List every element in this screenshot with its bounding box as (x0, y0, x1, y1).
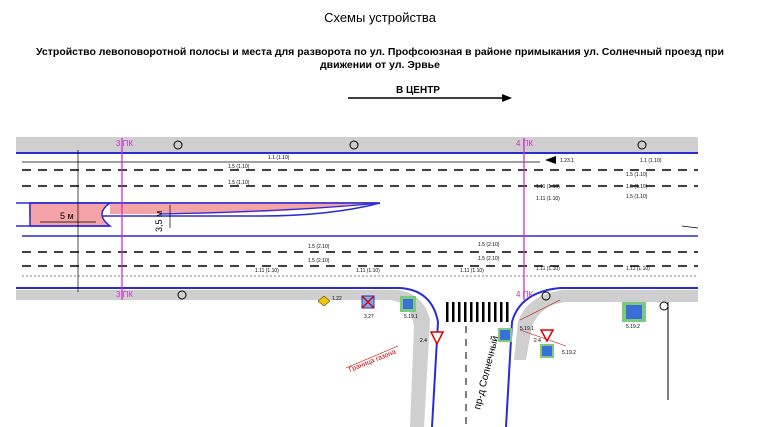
sign-leader-line (519, 329, 567, 347)
crosswalk-sign-icon (403, 299, 413, 309)
lamp-post-icon (637, 140, 647, 150)
taper-curb (159, 202, 381, 215)
lane-line-group-lower (22, 251, 698, 267)
bottom-sidewalk-right (514, 290, 698, 360)
svg-text:5.19.1: 5.19.1 (520, 326, 534, 332)
direction-label: В ЦЕНТР (396, 85, 440, 96)
top-sidewalk (16, 137, 698, 153)
svg-text:1.11 (1.10): 1.11 (1.10) (255, 268, 279, 274)
svg-text:2.4: 2.4 (534, 338, 541, 344)
subtitle-line-2: движении от ул. Эрвье (320, 59, 440, 71)
marking-labels: 1.1 (1.10) 1.5 (1.10) 1.5 (1.10) 1.5 (1.… (228, 155, 662, 274)
lamp-post-icon (541, 291, 551, 301)
crosswalk-sign-icon (542, 346, 552, 356)
picket-4-top: 4 ПК (516, 139, 533, 148)
svg-text:1.5 (1.10): 1.5 (1.10) (626, 194, 648, 200)
bottom-curb-right (505, 287, 698, 427)
svg-text:5.19.1: 5.19.1 (404, 314, 418, 320)
svg-text:1.11 (1.10): 1.11 (1.10) (626, 266, 650, 272)
svg-text:1.5 (2.10): 1.5 (2.10) (478, 256, 500, 262)
lamp-post-icon (173, 140, 183, 150)
svg-text:5.19.2: 5.19.2 (562, 350, 576, 356)
lane-width-label: 3,5 м (154, 211, 164, 232)
svg-text:1.11 (1.10): 1.11 (1.10) (460, 268, 484, 274)
arrow-marking-label: 1.23.1 (560, 158, 574, 164)
lawn-label: Граница газона (348, 349, 397, 374)
lamp-posts (173, 140, 669, 311)
yield-sign-icon (429, 331, 445, 346)
svg-text:2.4: 2.4 (420, 338, 427, 344)
svg-text:1.5 (1.10): 1.5 (1.10) (228, 164, 250, 170)
crosswalk-sign-icon (500, 330, 510, 340)
subtitle-line-1: Устройство левоповоротной полосы и места… (36, 46, 724, 58)
crosswalk-sign-icon (626, 305, 642, 319)
svg-text:1.11 (1.10): 1.11 (1.10) (536, 184, 560, 190)
diagram-subtitle: Устройство левоповоротной полосы и места… (0, 46, 760, 72)
bottom-curb-left (16, 287, 440, 427)
svg-text:1.1 (1.10): 1.1 (1.10) (640, 158, 662, 164)
svg-text:1.22: 1.22 (332, 296, 342, 302)
sign-leader-line (519, 299, 561, 321)
svg-text:1.11 (1.10): 1.11 (1.10) (536, 196, 560, 202)
svg-text:1.11 (1.10): 1.11 (1.10) (536, 266, 560, 272)
lamp-post-icon (349, 140, 359, 150)
svg-text:1.1 (1.10): 1.1 (1.10) (268, 155, 290, 161)
svg-text:1.5 (1.10): 1.5 (1.10) (626, 184, 648, 190)
svg-text:3.27: 3.27 (364, 314, 374, 320)
page-title: Схемы устройства (324, 10, 436, 25)
street-label: пр-д Солнечный (472, 335, 501, 411)
direction-arrow-head (502, 94, 512, 102)
svg-text:1.5 (2.10): 1.5 (2.10) (308, 244, 330, 250)
svg-text:1.5 (2.10): 1.5 (2.10) (478, 242, 500, 248)
median-curb-outline (29, 202, 381, 217)
picket-3-bottom: 3 ПК (116, 290, 133, 299)
section-line-right (681, 225, 699, 229)
svg-text:1.5 (2.10): 1.5 (2.10) (308, 258, 330, 264)
lamp-post-icon (659, 301, 669, 311)
road-signs: 3.27 5.19.1 2.4 5.19.1 5.19.2 5.19.2 2.4… (317, 295, 646, 358)
svg-text:1.5 (1.10): 1.5 (1.10) (626, 172, 648, 178)
yield-sign-icon (539, 329, 555, 343)
svg-text:1.5 (1.10): 1.5 (1.10) (228, 180, 250, 186)
width-label: 5 м (60, 211, 74, 221)
median-island-tail (110, 203, 380, 214)
crosswalk (446, 302, 509, 322)
lamp-post-icon (177, 290, 187, 300)
picket-3-top: 3 ПК (116, 139, 133, 148)
svg-text:1.11 (1.10): 1.11 (1.10) (356, 268, 380, 274)
picket-4-bottom: 4 ПК (516, 290, 533, 299)
lane-line-group-upper (22, 169, 698, 187)
left-turn-arrow-icon (545, 156, 556, 164)
pedestrian-warning-sign-icon (317, 295, 331, 307)
svg-text:5.19.2: 5.19.2 (626, 324, 640, 330)
lawn-boundary-line (345, 345, 399, 369)
